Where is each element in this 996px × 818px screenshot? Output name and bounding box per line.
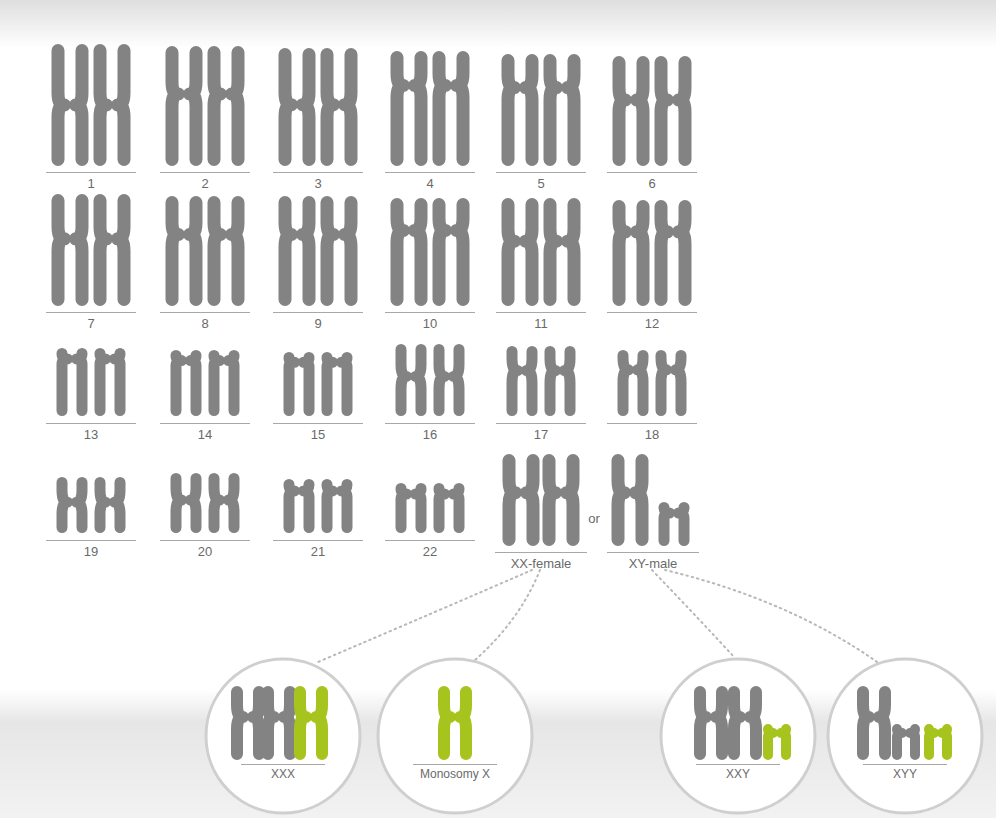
- chromosome-number: 10: [385, 312, 475, 331]
- chromosome-number: 9: [273, 312, 363, 331]
- chromosome-number: 15: [273, 423, 363, 442]
- chromosome-number: 17: [496, 423, 586, 442]
- sex-chromosome-label: or: [585, 511, 603, 526]
- chromosome-number: 22: [385, 540, 475, 559]
- sex-chromosome-label: XX-female: [495, 552, 587, 571]
- chromosome-number: 21: [273, 540, 363, 559]
- chromosome-number: 16: [385, 423, 475, 442]
- karyotype-name: XXY: [696, 764, 780, 781]
- chromosome-number: 19: [46, 540, 136, 559]
- sex-chromosome-label: XY-male: [607, 552, 699, 571]
- chromosome-number: 11: [496, 312, 586, 331]
- chromosome-number: 1: [46, 172, 136, 191]
- karyotype-circle: XYY: [826, 657, 984, 815]
- karyotype-name: XXX: [241, 764, 325, 781]
- circle-outline: [376, 657, 534, 815]
- chromosome-number: 4: [385, 172, 475, 191]
- chromosome-number: 8: [160, 312, 250, 331]
- karyotype-circle: Monosomy X: [376, 657, 534, 815]
- chromosome-number: 7: [46, 312, 136, 331]
- karyotype-name: XYY: [863, 764, 947, 781]
- chromosome-number: 13: [46, 423, 136, 442]
- chromosome-number: 6: [607, 172, 697, 191]
- chromosome-number: 18: [607, 423, 697, 442]
- chromosome-number: 2: [160, 172, 250, 191]
- circle-outline: [826, 657, 984, 815]
- circle-outline: [659, 657, 817, 815]
- chromosome-number: 5: [496, 172, 586, 191]
- chromosome-number: 12: [607, 312, 697, 331]
- chromosome-number: 20: [160, 540, 250, 559]
- chromosome-number: 14: [160, 423, 250, 442]
- circle-outline: [204, 657, 362, 815]
- chromosome-number: 3: [273, 172, 363, 191]
- karyotype-circle: XXY: [659, 657, 817, 815]
- karyotype-name: Monosomy X: [413, 764, 497, 781]
- karyotype-circle: XXX: [204, 657, 362, 815]
